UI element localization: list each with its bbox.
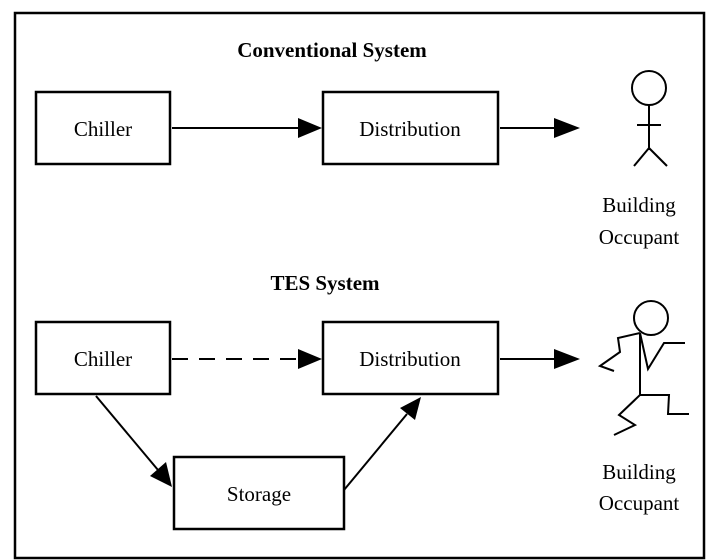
arrow-distribution-to-occupant [500,118,580,138]
conventional-distribution-label: Distribution [359,117,461,141]
tes-storage-label: Storage [227,482,291,506]
arrow-storage-to-distribution [343,397,421,491]
tes-chiller-box: Chiller [34,320,172,396]
tes-distribution-box: Distribution [321,320,500,396]
arrow-tes-distribution-to-occupant [500,349,580,369]
conventional-distribution-box: Distribution [321,90,500,166]
dashed-arrow-chiller-to-distribution [172,349,322,369]
active-occupant-icon [597,300,689,436]
arrow-chiller-to-storage [95,395,172,487]
conventional-chiller-box: Chiller [34,90,172,166]
arrow-chiller-to-distribution [172,118,322,138]
tes-chiller-label: Chiller [74,347,132,371]
conventional-chiller-label: Chiller [74,117,132,141]
tes-storage-box: Storage [172,455,346,531]
tes-occupant-label-line1: Building [602,460,676,484]
conventional-title: Conventional System [237,38,427,62]
tes-distribution-label: Distribution [359,347,461,371]
tes-title: TES System [270,271,380,295]
outer-frame [13,11,706,560]
conventional-occupant-label-line1: Building [602,193,676,217]
tes-occupant-label-line2: Occupant [599,491,680,515]
conventional-occupant-label-line2: Occupant [599,225,680,249]
standing-occupant-icon [631,70,668,167]
